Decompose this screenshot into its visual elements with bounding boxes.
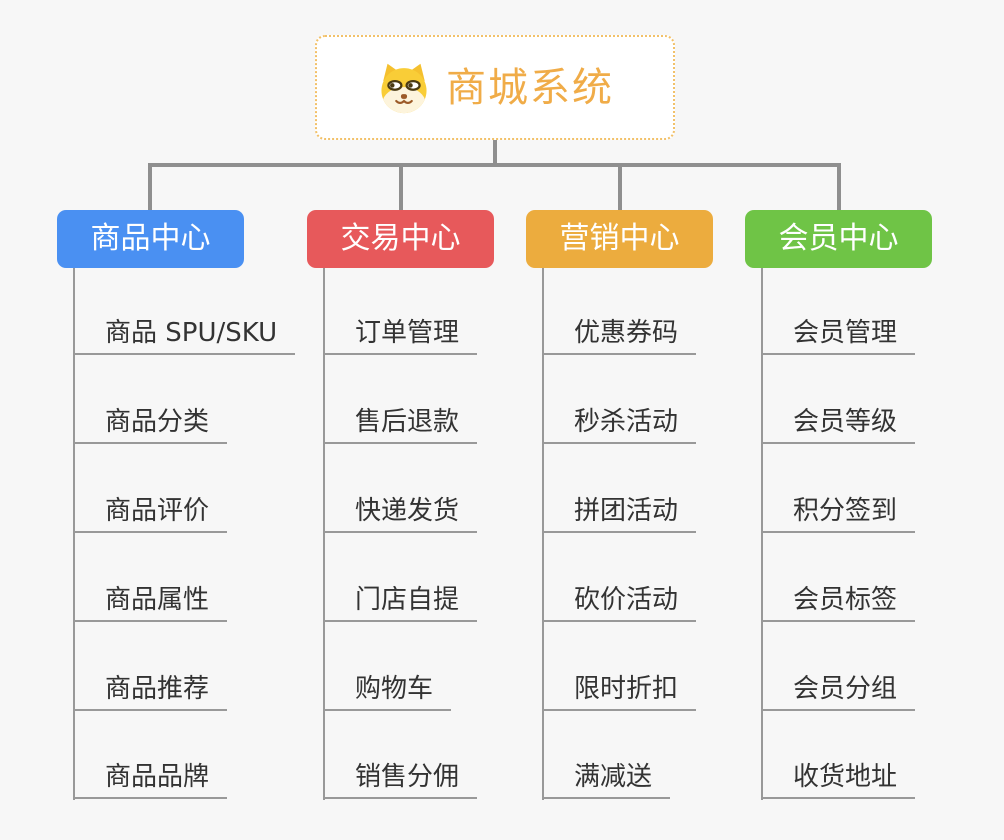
branch-node-trade-center[interactable]: 交易中心	[307, 210, 494, 268]
child-item-limited-time-discount[interactable]: 限时折扣	[542, 676, 697, 711]
child-item-product-category[interactable]: 商品分类	[73, 409, 228, 444]
child-item-member-management[interactable]: 会员管理	[761, 320, 916, 355]
child-item-group-buy[interactable]: 拼团活动	[542, 498, 697, 533]
branch-node-member-center[interactable]: 会员中心	[745, 210, 932, 268]
child-item-product-review[interactable]: 商品评价	[73, 498, 228, 533]
branch-trunk-line	[761, 268, 763, 800]
connector-drop-product	[148, 163, 152, 210]
connector-root-stem	[493, 140, 497, 167]
connector-drop-marketing	[618, 163, 622, 210]
connector-drop-trade	[399, 163, 403, 210]
child-item-member-level[interactable]: 会员等级	[761, 409, 916, 444]
child-item-bargain-activity[interactable]: 砍价活动	[542, 587, 697, 622]
child-item-coupon-code[interactable]: 优惠券码	[542, 320, 697, 355]
child-item-points-checkin[interactable]: 积分签到	[761, 498, 916, 533]
connector-horizontal-bar	[148, 163, 840, 167]
child-item-order-management[interactable]: 订单管理	[323, 320, 478, 355]
dog-face-icon	[381, 63, 427, 113]
child-item-shipping-address[interactable]: 收货地址	[761, 764, 916, 799]
child-item-product-attribute[interactable]: 商品属性	[73, 587, 228, 622]
child-item-product-brand[interactable]: 商品品牌	[73, 764, 228, 799]
branch-trunk-line	[323, 268, 325, 800]
child-item-sales-commission[interactable]: 销售分佣	[323, 764, 478, 799]
root-title: 商城系统	[446, 64, 614, 111]
branch-node-marketing-center[interactable]: 营销中心	[526, 210, 713, 268]
child-item-flash-sale[interactable]: 秒杀活动	[542, 409, 697, 444]
root-node-mall-system[interactable]: 商城系统	[315, 35, 675, 140]
child-item-express-delivery[interactable]: 快递发货	[323, 498, 478, 533]
child-item-aftersale-refund[interactable]: 售后退款	[323, 409, 478, 444]
branch-trunk-line	[73, 268, 75, 800]
branch-trunk-line	[542, 268, 544, 800]
connector-drop-member	[837, 163, 841, 210]
child-item-member-group[interactable]: 会员分组	[761, 676, 916, 711]
child-item-product-spu-sku[interactable]: 商品 SPU/SKU	[73, 320, 296, 355]
child-item-store-pickup[interactable]: 门店自提	[323, 587, 478, 622]
branch-node-product-center[interactable]: 商品中心	[57, 210, 244, 268]
child-item-member-tag[interactable]: 会员标签	[761, 587, 916, 622]
child-item-shopping-cart[interactable]: 购物车	[323, 676, 452, 711]
child-item-product-recommend[interactable]: 商品推荐	[73, 676, 228, 711]
child-item-full-reduction[interactable]: 满减送	[542, 764, 671, 799]
